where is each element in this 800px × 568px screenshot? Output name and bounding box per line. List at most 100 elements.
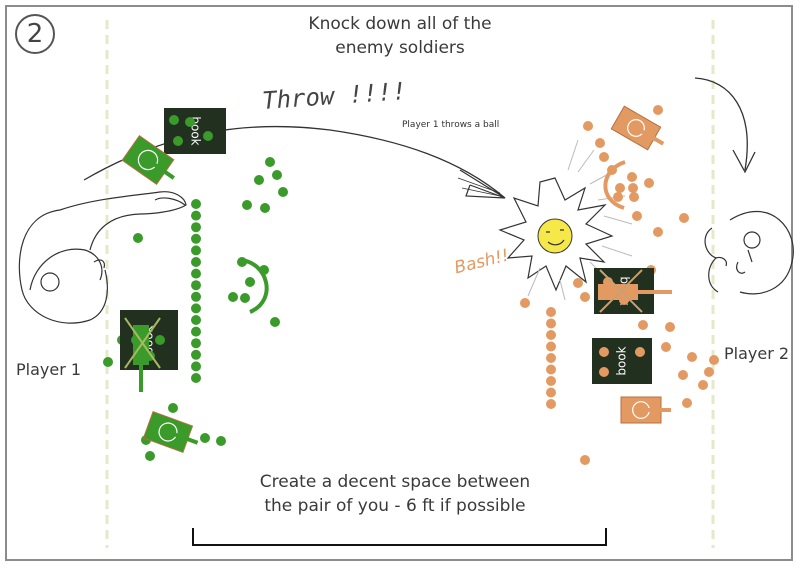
green-soldier [191, 233, 201, 244]
green-soldier [200, 433, 210, 443]
player2-label: Player 2 [724, 344, 790, 363]
player1-label: Player 1 [16, 360, 82, 379]
spacing-instruction: Create a decent space between the pair o… [230, 470, 560, 518]
orange-soldier [709, 355, 719, 365]
green-soldier [185, 117, 195, 127]
knocked-tank-icon [598, 284, 638, 300]
orange-soldier [687, 352, 697, 362]
orange-soldier [638, 320, 648, 330]
green-soldier [169, 115, 179, 125]
orange-soldier [599, 152, 609, 162]
green-soldier [191, 268, 201, 279]
green-soldier [216, 436, 226, 446]
orange-shield-arc [603, 160, 626, 210]
orange-soldier [599, 367, 609, 377]
instruction-title: Knock down all of the enemy soldiers [270, 12, 530, 60]
orange-soldier [629, 192, 639, 202]
green-soldier [191, 222, 201, 233]
spacing-line-2: the pair of you - 6 ft if possible [264, 496, 526, 516]
green-soldier [191, 349, 201, 360]
ball-icon [537, 218, 573, 254]
step-number-badge: 2 [15, 14, 55, 54]
orange-soldier [546, 387, 556, 398]
green-soldier [191, 315, 201, 325]
green-soldier [133, 233, 143, 243]
orange-soldier [546, 353, 556, 363]
green-soldier [191, 257, 201, 267]
green-soldier [260, 203, 270, 213]
green-soldier [191, 326, 201, 337]
green-soldier [278, 187, 288, 197]
green-soldier [191, 280, 201, 291]
orange-soldier [546, 399, 556, 409]
throw-caption: Player 1 throws a ball [402, 120, 500, 130]
green-soldier [191, 361, 201, 372]
green-soldier [191, 210, 201, 221]
throw-trajectory-arrow [83, 125, 506, 199]
orange-soldier [665, 322, 675, 332]
green-soldier [155, 335, 165, 345]
green-soldier [228, 292, 238, 302]
orange-soldier [546, 318, 556, 329]
title-line-2: enemy soldiers [335, 38, 465, 58]
diagram-border [5, 5, 793, 561]
orange-soldier [661, 342, 671, 352]
player2-head-icon [704, 210, 794, 295]
orange-soldier [573, 278, 583, 288]
green-soldier [240, 293, 250, 303]
green-soldier [191, 245, 201, 256]
green-soldier [173, 136, 183, 146]
orange-soldier [599, 347, 609, 357]
tank-barrel [146, 158, 175, 180]
orange-soldier [580, 455, 590, 465]
arrow-icon [732, 149, 756, 174]
green-soldier [245, 277, 255, 287]
orange-soldier [546, 341, 556, 352]
orange-soldier [704, 367, 714, 377]
orange-soldier [580, 292, 590, 302]
orange-soldier [583, 121, 593, 131]
orange-soldier [546, 376, 556, 386]
arrow-icon [459, 169, 506, 199]
green-soldier [145, 451, 155, 461]
orange-soldier [682, 398, 692, 408]
orange-soldier [628, 183, 638, 193]
green-soldier [270, 317, 280, 327]
green-shield-arc [239, 258, 269, 314]
green-soldier [168, 403, 178, 413]
orange-soldier [698, 380, 708, 390]
cross-mark [124, 317, 161, 369]
cross-mark [599, 269, 643, 313]
player2-motion-arrow [694, 77, 748, 171]
green-soldier [191, 199, 201, 209]
orange-soldier [635, 347, 645, 357]
orange-soldier [546, 364, 556, 375]
title-line-1: Knock down all of the [308, 14, 492, 34]
orange-soldier [679, 213, 689, 223]
orange-soldier [644, 178, 654, 188]
green-soldier [191, 373, 201, 383]
orange-soldier [613, 192, 623, 202]
orange-soldier [546, 307, 556, 317]
green-soldier [103, 357, 113, 367]
orange-soldier [627, 172, 637, 182]
orange-soldier [653, 105, 663, 115]
orange-soldier [632, 211, 642, 221]
orange-soldier [678, 370, 688, 380]
tank-barrel [635, 126, 665, 146]
green-soldier [191, 338, 201, 349]
green-soldier [265, 157, 275, 167]
orange-soldier [520, 298, 530, 308]
green-soldier [242, 200, 252, 210]
green-soldier [203, 131, 213, 141]
green-soldier [254, 175, 264, 185]
orange-soldier [595, 138, 605, 148]
book-label: book [615, 346, 629, 375]
orange-soldier [653, 227, 663, 237]
green-soldier [191, 303, 201, 314]
green-soldier [191, 291, 201, 302]
tank-barrel [167, 430, 199, 445]
orange-soldier [546, 330, 556, 340]
